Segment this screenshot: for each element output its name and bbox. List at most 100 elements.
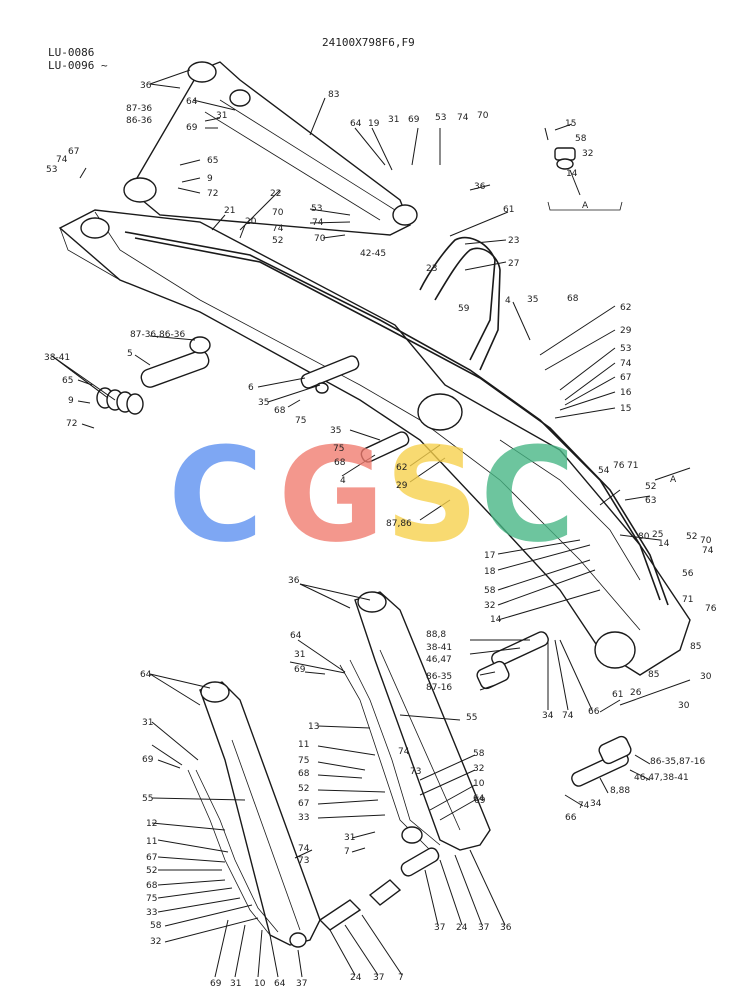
callout-label: 9 [207,174,213,184]
callout-label: 74 [298,844,310,854]
callout-label: 74 [562,711,574,721]
callout-label: 74 [398,747,410,757]
callout-label: 12 [146,819,157,829]
callout-label: 23 [426,264,437,274]
callout-label: 24 [456,923,468,933]
callout-label: 71 [627,461,638,471]
pin-assembly-lower [571,735,632,787]
callout-label: 17 [484,551,495,561]
callout-label: 69 [186,123,198,133]
callout-label: 61 [612,690,623,700]
callout-label: 22 [270,189,281,199]
boom-pin-4 [360,431,410,463]
callout-label: 14 [658,539,670,549]
callout-label: 36 [474,182,486,192]
callout-label: 75 [333,444,344,454]
callout-label: 33 [298,813,309,823]
callout-label: 72 [207,189,218,199]
callout-label: 87-36,86-36 [130,330,185,340]
callout-label: 56 [682,569,694,579]
callout-label: 87,86 [386,519,412,529]
callout-label: 64 [140,670,152,680]
callout-label: 65 [207,156,218,166]
callout-label: 52 [298,784,309,794]
callout-label: 69 [474,796,486,806]
callout-label: 74 [457,113,469,123]
callout-label: 30 [700,672,712,682]
arm-cylinder-center [339,591,491,906]
callout-label: 31 [142,718,153,728]
callout-label: 70 [272,208,284,218]
watermark-letter-c2: C [480,419,575,571]
bucket-cylinder-left [187,681,362,948]
callout-label: 52 [146,866,157,876]
callout-label: 69 [408,115,420,125]
model-range-line-1: LU-0086 [48,46,94,59]
callout-label: 36 [288,576,300,586]
callout-label: 66 [565,813,577,823]
callout-label: 72 [66,419,77,429]
callout-label: 52 [272,236,283,246]
callout-label: 4 [340,476,346,486]
callout-label: 35 [258,398,269,408]
callout-label: 58 [473,749,485,759]
callout-label: 4 [505,296,511,306]
callout-label: 64 [350,119,362,129]
callout-label: 15 [620,404,631,414]
callout-label: 13 [308,722,319,732]
callout-label: 67 [146,853,157,863]
callout-label: 74 [312,218,324,228]
callout-label: 23 [508,236,519,246]
callout-label: 37 [296,979,307,989]
watermark-letter-g: G [278,419,385,571]
callout-label: A [670,475,677,485]
callout-label: 16 [620,388,632,398]
callout-label: 31 [388,115,399,125]
callout-label: 76 [705,604,717,614]
callout-label: 86-36 [126,116,152,126]
callout-label: 25 [652,530,663,540]
callout-label: 53 [46,165,57,175]
callout-label: 26 [630,688,642,698]
callout-label: 74 [578,801,590,811]
leader-lines [51,69,691,978]
callout-label: 46,47 [426,655,452,665]
callout-label: 76 [613,461,625,471]
callout-label: 86-35 [426,672,452,682]
boom [58,209,691,676]
callout-label: 67 [298,799,309,809]
callout-label: 37 [478,923,489,933]
callout-label: 68 [334,458,346,468]
callout-label: 75 [295,416,306,426]
callout-label: 70 [477,111,489,121]
callout-label: 37 [373,973,384,983]
callout-label: 67 [620,373,631,383]
callout-label: 27 [508,259,519,269]
callout-label: 34 [542,711,554,721]
callout-label: 9 [68,396,74,406]
callout-label: 69 [210,979,222,989]
callout-label: 18 [484,567,496,577]
callout-label: 35 [330,426,341,436]
callout-label: 7 [344,847,350,857]
callout-label: 64 [290,631,302,641]
callout-label: 21 [224,206,235,216]
callout-label: 66 [588,707,600,717]
callout-label: 74 [272,224,284,234]
callout-label: 70 [700,536,712,546]
callout-label: 10 [254,979,266,989]
watermark: C G S C [168,419,575,571]
callout-label: 31 [230,979,241,989]
callout-label: 31 [216,111,227,121]
callout-label: 62 [396,463,407,473]
callout-label: 69 [142,755,154,765]
callout-label: 20 [245,217,257,227]
callout-label: 68 [298,769,310,779]
callout-label: 11 [146,837,157,847]
callout-label: 71 [682,595,693,605]
drawing-code: 24100X798F6,F9 [322,36,415,49]
callout-label: 32 [582,149,593,159]
callout-label: 53 [435,113,446,123]
callout-label: 55 [466,713,477,723]
